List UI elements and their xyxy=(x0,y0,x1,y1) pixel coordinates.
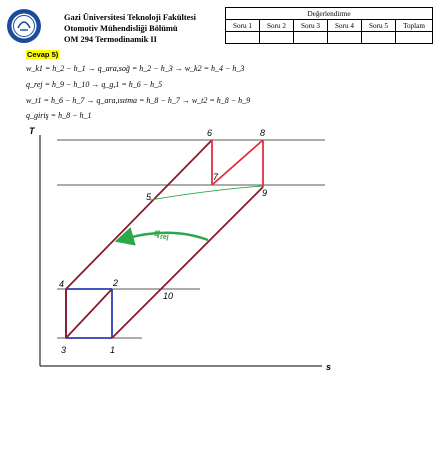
heat-rejection-arrow xyxy=(114,227,209,246)
answer-label: Cevap 5) xyxy=(26,50,60,59)
cycle-process xyxy=(65,139,264,339)
point-label: 5 xyxy=(146,192,152,202)
equation-line: q_giriş = h_8 − h_1 xyxy=(26,111,92,120)
y-axis-label: T xyxy=(29,126,36,136)
grades-table: Değerlendirme Soru 1 Soru 2 Soru 3 Soru … xyxy=(225,7,433,44)
point-label: 4 xyxy=(59,279,64,289)
x-axis-label: s xyxy=(326,362,331,372)
point-label: 10 xyxy=(163,291,173,301)
point-label: 7 xyxy=(213,172,219,182)
point-label: 6 xyxy=(207,128,212,138)
equation-line: q_rej = h_9 − h_10 → q_g,1 = h_6 − h_5 xyxy=(26,80,163,89)
grade-cell xyxy=(395,31,433,44)
university-logo xyxy=(7,9,41,43)
university-name: Gazi Üniversitesi Teknoloji Fakültesi xyxy=(64,13,196,22)
point-label: 2 xyxy=(112,278,118,288)
course-name: OM 294 Termodinamik II xyxy=(64,35,157,44)
point-label: 3 xyxy=(61,345,66,355)
regenerator-curve xyxy=(149,185,263,201)
turbine-process xyxy=(211,139,264,187)
department-name: Otomotiv Mühendisliği Bölümü xyxy=(64,24,178,33)
equation-line: w_k1 = h_2 − h_1 → q_ara,soğ = h_2 − h_3… xyxy=(26,64,245,73)
equation-line: w_t1 = h_6 − h_7 → q_ara,ısıtma = h_8 − … xyxy=(26,96,251,105)
heat-rejection-label: qrej xyxy=(154,228,170,241)
point-label: 1 xyxy=(110,345,115,355)
point-label: 9 xyxy=(262,188,267,198)
point-label: 8 xyxy=(260,128,265,138)
document-header: Gazi Üniversitesi Teknoloji Fakültesi Ot… xyxy=(64,12,196,45)
